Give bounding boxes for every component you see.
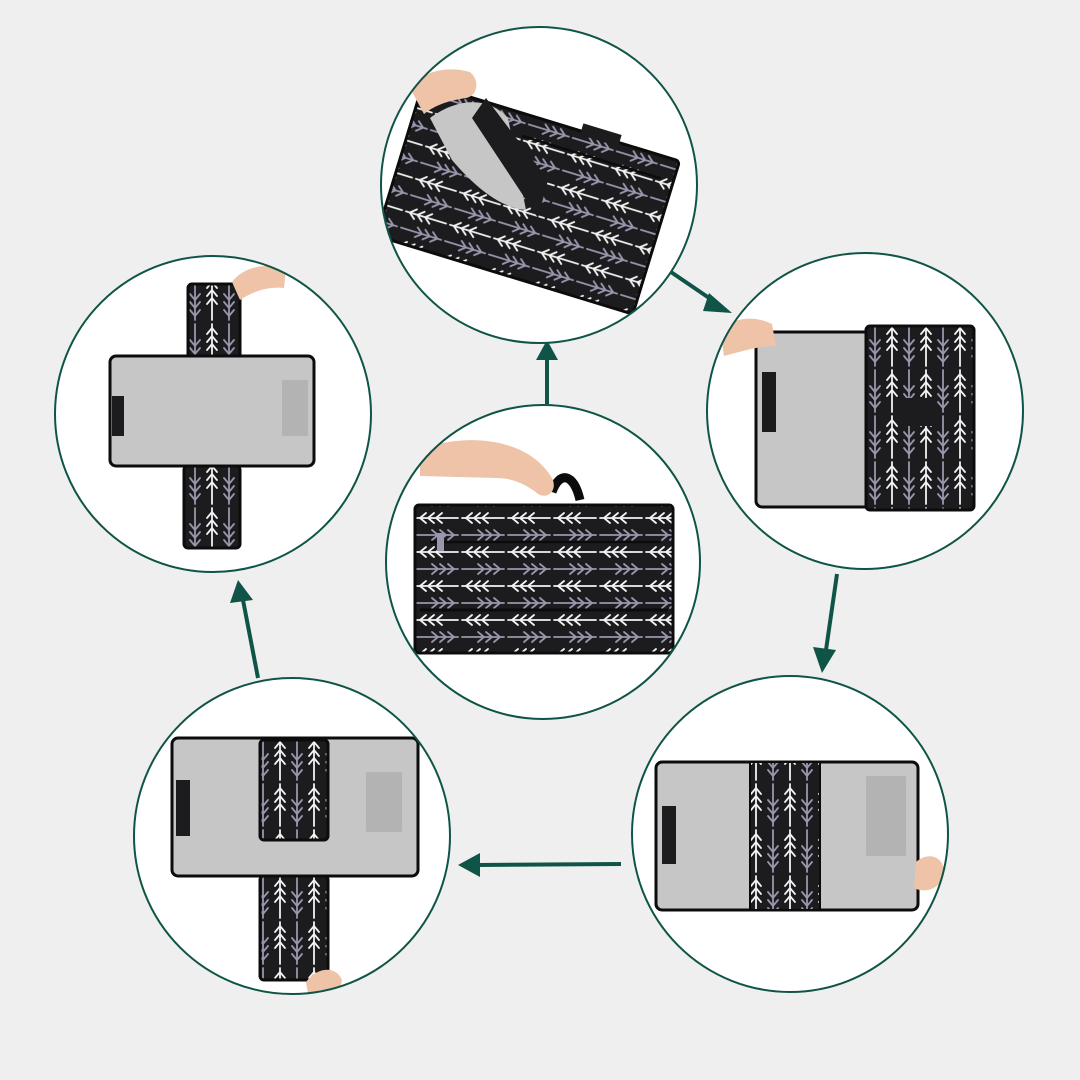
arrow-center-to-top: [536, 340, 558, 404]
arrow-top-to-upper-right: [666, 268, 732, 313]
step-upper-left-fully-open: [54, 255, 372, 573]
arrow-upper-right-to-lower-right: [813, 573, 839, 673]
step-upper-right-half-unfolded: [706, 252, 1024, 570]
step-center-folded-bag: [385, 404, 701, 720]
step-lower-left-bottom-flap: [133, 677, 451, 995]
arrow-lower-left-to-upper-left: [230, 580, 260, 679]
step-lower-right-center-panel: [631, 675, 949, 993]
arrow-lower-right-to-lower-left: [458, 853, 622, 877]
flow-arrows: [230, 268, 839, 877]
step-top-flap-open: [380, 26, 698, 344]
